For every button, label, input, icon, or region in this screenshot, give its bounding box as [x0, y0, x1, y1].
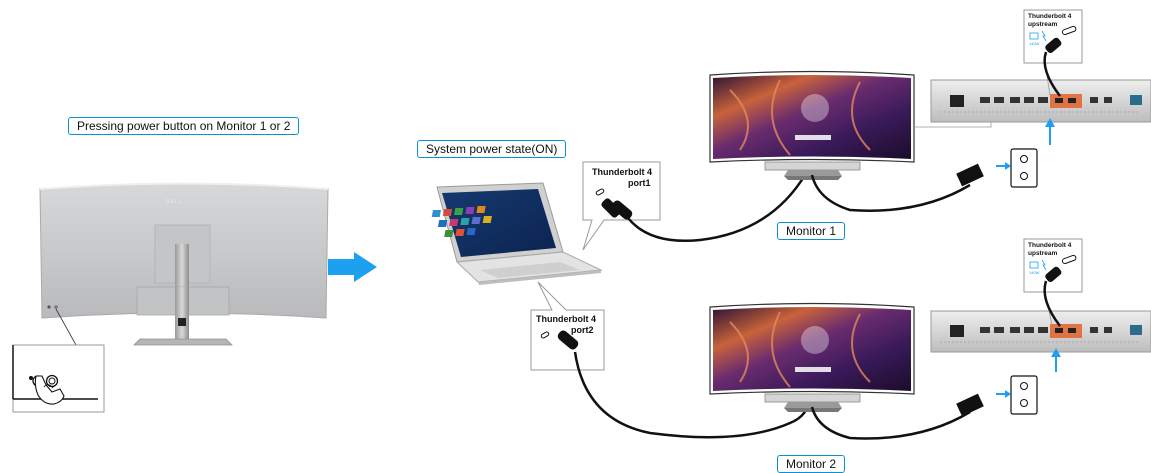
port1-sub: port1 — [628, 178, 651, 188]
upstream-2-title: Thunderbolt 4 — [1028, 242, 1072, 249]
thunderbolt-cable-1 — [601, 174, 807, 242]
monitor-1-label: Monitor 1 — [777, 222, 846, 240]
thunderbolt-cable-2 — [557, 330, 811, 439]
callout-port2 — [530, 281, 605, 371]
upstream-1-title: Thunderbolt 4 — [1028, 13, 1072, 20]
power-plug-1 — [956, 163, 984, 187]
upstream-1-sub: upstream — [1028, 21, 1058, 28]
upstream-1-power: 140W — [1029, 41, 1040, 46]
monitor-1-illustration — [709, 70, 915, 180]
thunderbolt-cable-up-2 — [1043, 266, 1062, 327]
usb-c-port-icon — [540, 188, 605, 339]
monitor-2-illustration — [709, 302, 915, 412]
port1-title: Thunderbolt 4 — [592, 167, 652, 177]
upstream-callout-1 — [1023, 9, 1083, 96]
monitor-back-illustration — [39, 182, 329, 346]
power-cable-2 — [810, 406, 971, 440]
monitor-logo: DELL — [166, 199, 183, 205]
monitor-2-label: Monitor 2 — [777, 455, 846, 473]
laptop-illustration — [431, 182, 603, 285]
io-panel-1 — [914, 79, 1151, 145]
upstream-callout-2 — [1023, 238, 1083, 326]
power-button-callout — [12, 344, 105, 413]
port2-title: Thunderbolt 4 — [536, 314, 596, 324]
power-plug-2 — [956, 393, 984, 417]
upstream-2-sub: upstream — [1028, 250, 1058, 257]
thunderbolt-cable-up-1 — [1043, 37, 1062, 97]
io-panel-2 — [930, 310, 1151, 372]
power-outlet-icon — [996, 148, 1038, 188]
upstream-2-power: 140W — [1029, 270, 1040, 275]
power-cable-1 — [810, 174, 971, 212]
power-outlet-2-icon — [996, 375, 1038, 415]
flow-arrow-icon — [328, 252, 377, 282]
left-caption: Pressing power button on Monitor 1 or 2 — [68, 117, 300, 135]
port2-sub: port2 — [571, 325, 594, 335]
system-state-label: System power state(ON) — [417, 140, 567, 158]
